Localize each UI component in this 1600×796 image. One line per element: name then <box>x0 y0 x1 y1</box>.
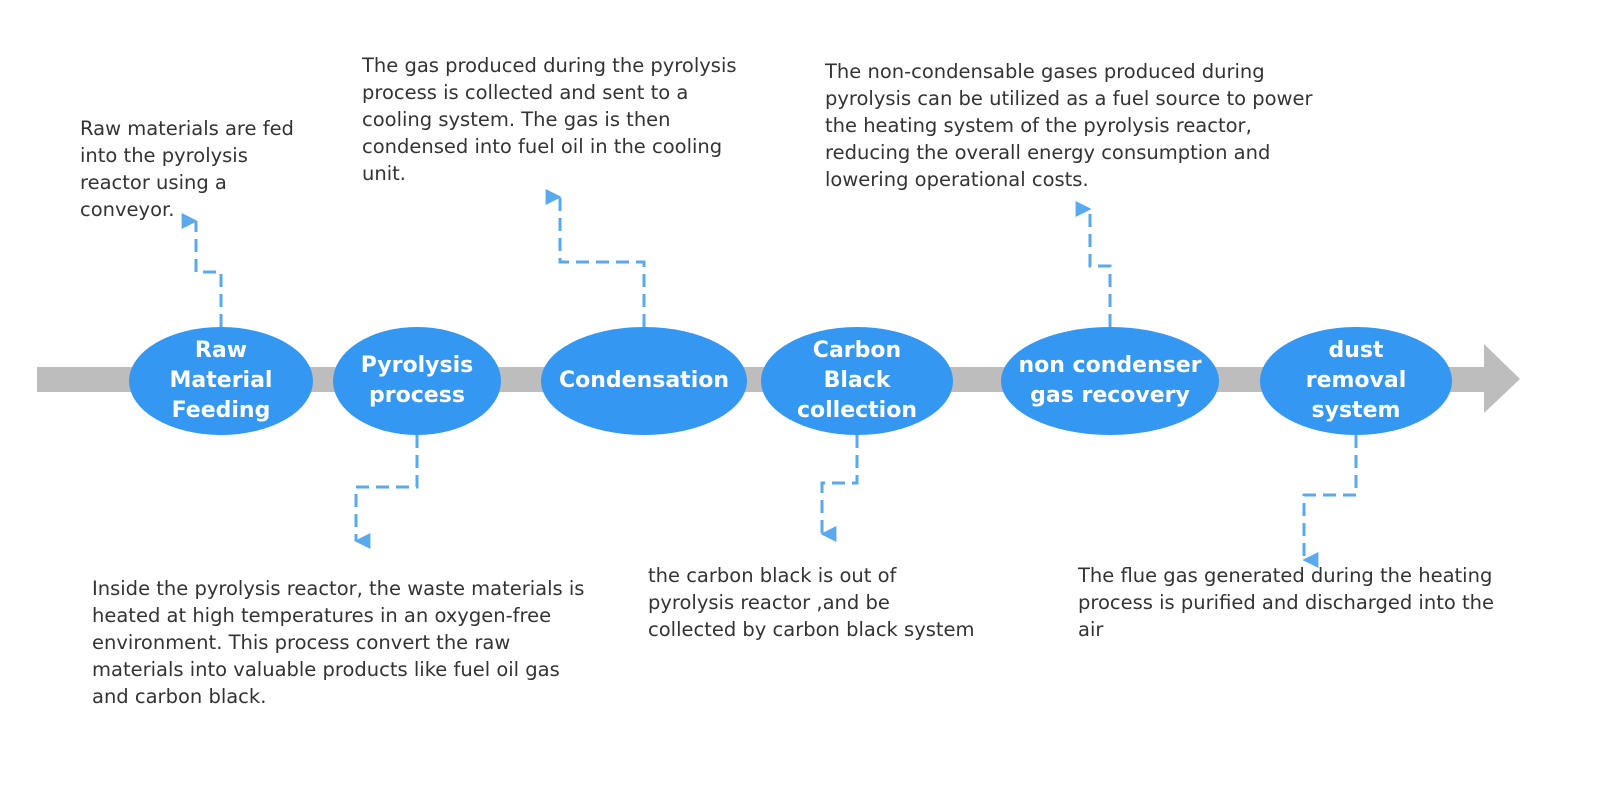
step-description-1: Raw materials are fed into the pyrolysis… <box>80 117 294 221</box>
timeline-arrowhead <box>1484 344 1520 413</box>
step-label-3: Condensation <box>558 368 730 393</box>
step-label-2: Pyrolysis process <box>360 353 474 408</box>
step-label-5: non condenser gas recovery <box>1018 353 1202 408</box>
connector-arrow-2 <box>354 435 419 549</box>
step-description-4: the carbon black is out of pyrolysis rea… <box>648 564 975 641</box>
step-node-6 <box>1260 327 1452 435</box>
connector-arrow-3 <box>545 189 646 327</box>
step-node-4 <box>761 327 953 435</box>
connector-arrow-1 <box>181 213 223 327</box>
step-node-3 <box>541 327 747 435</box>
step-description-2: Inside the pyrolysis reactor, the waste … <box>92 577 585 708</box>
step-description-3: The gas produced during the pyrolysis pr… <box>362 54 737 185</box>
connector-arrow-4 <box>820 435 859 542</box>
step-node-2 <box>333 327 501 435</box>
step-description-6: The flue gas generated during the heatin… <box>1078 564 1494 641</box>
step-node-1 <box>129 327 313 435</box>
step-description-5: The non-condensable gases produced durin… <box>825 60 1313 191</box>
step-label-4: Carbon Black collection <box>796 338 918 423</box>
connector-arrow-5 <box>1075 201 1112 327</box>
step-node-5 <box>1001 327 1219 435</box>
step-label-6: dust removal system <box>1305 338 1407 423</box>
connector-arrow-6 <box>1302 435 1358 568</box>
step-label-1: Raw Material Feeding <box>169 338 273 423</box>
